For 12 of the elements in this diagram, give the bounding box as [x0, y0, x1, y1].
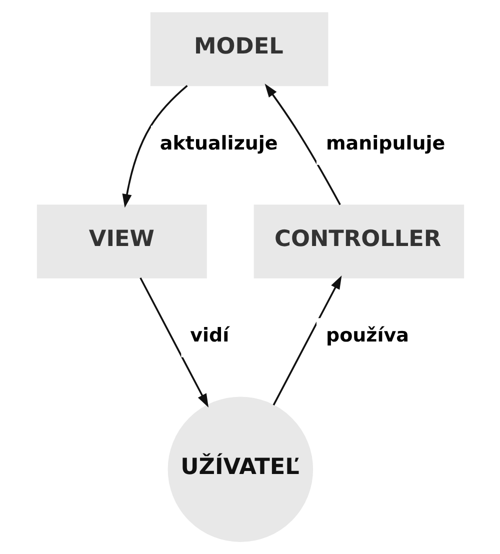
node-box: CONTROLLER — [253, 204, 464, 278]
edge-label: používa — [325, 324, 408, 347]
arrow — [272, 275, 342, 406]
node-box: VIEW — [36, 204, 206, 278]
node-box: MODEL — [150, 12, 328, 86]
arrow — [139, 277, 208, 408]
arrow — [122, 84, 188, 208]
edge-label: vidí — [190, 324, 229, 347]
edge-label: manipuluje — [325, 132, 445, 154]
node-circle: UŽÍVATEĽ — [167, 396, 313, 542]
arrow — [264, 84, 340, 206]
edge-label: aktualizuje — [159, 132, 278, 154]
